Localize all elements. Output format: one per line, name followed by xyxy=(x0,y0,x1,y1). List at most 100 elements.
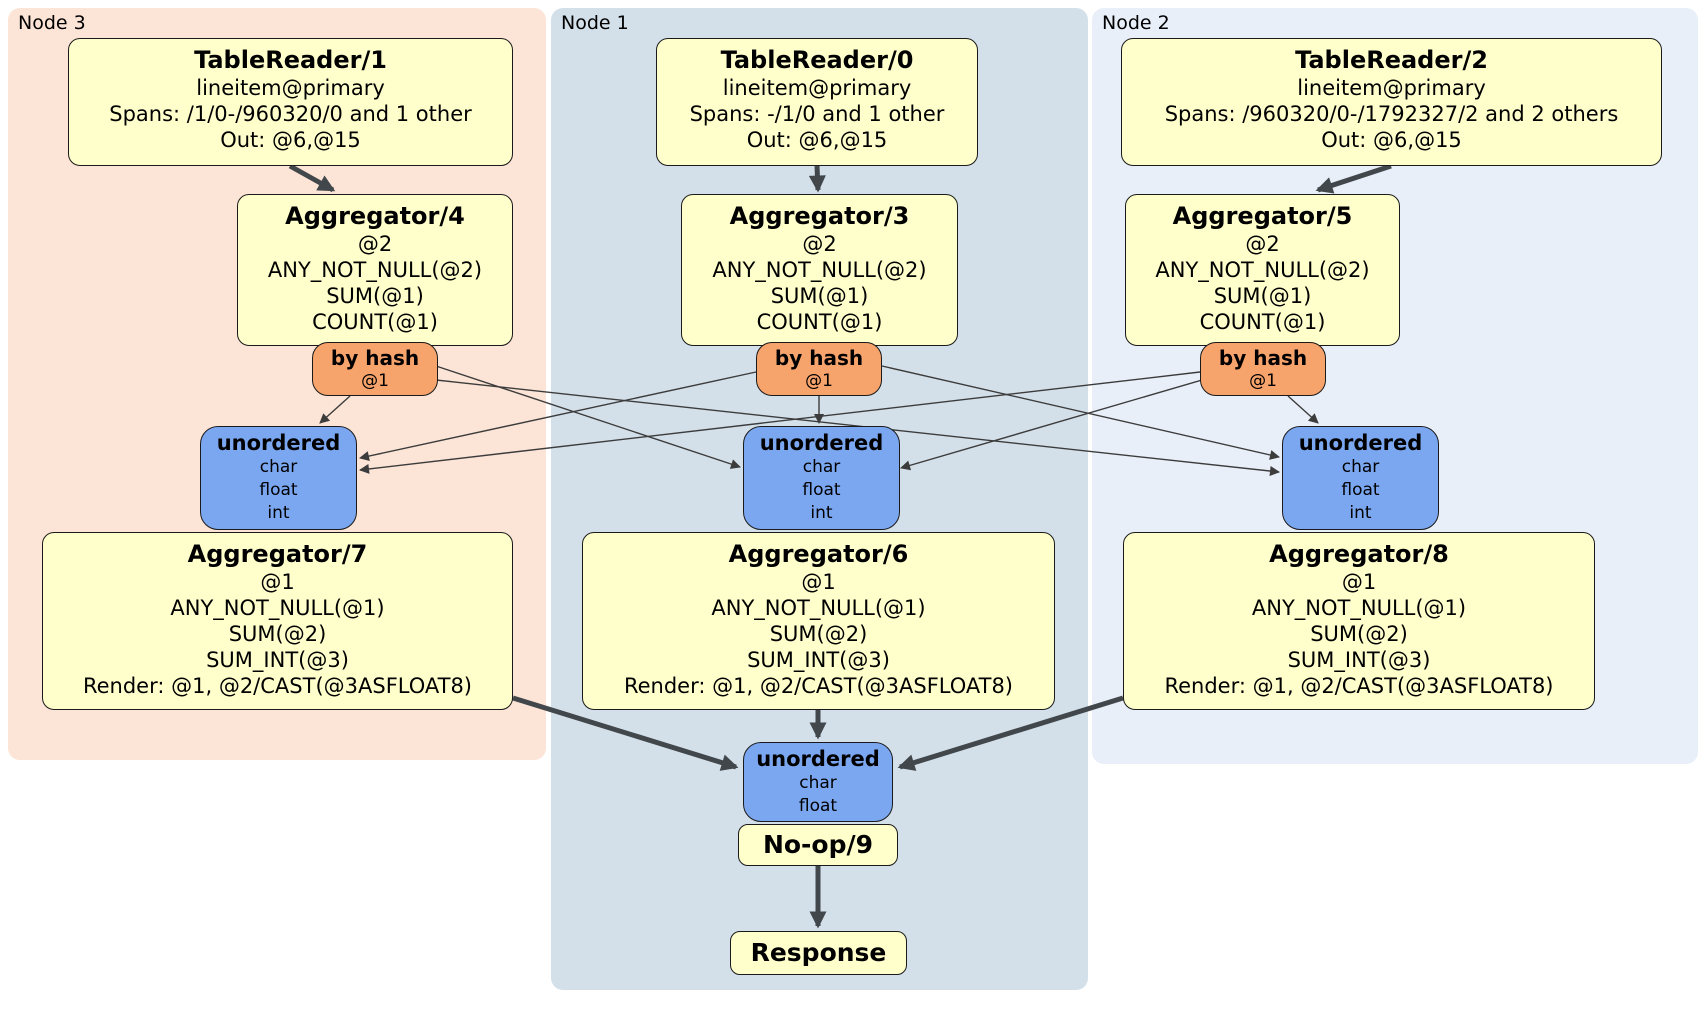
edge-router2-sync1 xyxy=(900,379,1203,471)
sync3-line: char xyxy=(259,457,298,477)
agg8-line: SUM_INT(@3) xyxy=(1287,648,1431,672)
syncFinal-line: char xyxy=(799,773,837,793)
agg5-line: @2 xyxy=(1245,232,1280,256)
edge-router2-sync2 xyxy=(1287,395,1319,424)
agg3-line: ANY_NOT_NULL(@2) xyxy=(712,258,927,282)
agg6-line: SUM(@2) xyxy=(769,622,868,646)
router1-line: @1 xyxy=(805,371,833,391)
hash-router-node1: by hash@1 xyxy=(756,342,882,396)
agg6-line: @1 xyxy=(801,570,836,594)
agg7-line: @1 xyxy=(260,570,295,594)
router3-title: by hash xyxy=(330,346,420,370)
sync2-title: unordered xyxy=(1298,431,1423,455)
agg5-title: Aggregator/5 xyxy=(1172,202,1353,230)
agg5-line: SUM(@1) xyxy=(1213,284,1312,308)
response-node: Response xyxy=(730,931,907,975)
agg7-line: ANY_NOT_NULL(@1) xyxy=(170,596,385,620)
noop-title: No-op/9 xyxy=(762,830,874,859)
tr1-line: lineitem@primary xyxy=(196,76,385,100)
node3-label: Node 3 xyxy=(18,12,86,34)
edge-router1-sync2 xyxy=(881,365,1280,460)
sync2-line: int xyxy=(1349,503,1372,523)
syncFinal-title: unordered xyxy=(756,747,880,771)
tr2-line: lineitem@primary xyxy=(1297,76,1486,100)
response-title: Response xyxy=(750,938,887,967)
agg3-title: Aggregator/3 xyxy=(729,202,910,230)
syncFinal-line: float xyxy=(798,796,838,816)
agg4-title: Aggregator/4 xyxy=(285,202,465,230)
node1-label: Node 1 xyxy=(561,12,629,34)
agg8-line: @1 xyxy=(1341,570,1377,594)
sync3-line: int xyxy=(267,503,290,523)
agg6-line: SUM_INT(@3) xyxy=(747,648,890,672)
sync1-line: float xyxy=(802,480,841,500)
tr1-line: Spans: /1/0-/960320/0 and 1 other xyxy=(109,102,472,126)
edge-tr0-agg3 xyxy=(808,165,826,193)
sync2-line: float xyxy=(1341,480,1380,500)
tr2-line: Spans: /960320/0-/1792327/2 and 2 others xyxy=(1164,102,1619,126)
sync1-line: int xyxy=(810,503,833,523)
edge-tr1-agg4 xyxy=(288,163,336,193)
edge-agg7-final-sync xyxy=(512,695,739,771)
sync2-line: char xyxy=(1341,457,1380,477)
tr1-title: TableReader/1 xyxy=(194,46,387,74)
agg4-line: @2 xyxy=(357,232,393,256)
router3-line: @1 xyxy=(361,371,389,391)
hash-router-node2: by hash@1 xyxy=(1200,342,1326,396)
agg3-line: @2 xyxy=(802,232,837,256)
edge-router2-sync3 xyxy=(359,371,1201,474)
agg6-line: ANY_NOT_NULL(@1) xyxy=(711,596,926,620)
edge-agg8-final-sync xyxy=(897,695,1124,771)
edge-router3-sync1 xyxy=(435,365,741,469)
agg6-title: Aggregator/6 xyxy=(728,540,909,568)
agg3-line: COUNT(@1) xyxy=(756,310,883,334)
agg4-line: SUM(@1) xyxy=(326,284,424,308)
agg4-line: ANY_NOT_NULL(@2) xyxy=(267,258,483,282)
tr0-line: Spans: -/1/0 and 1 other xyxy=(689,102,945,126)
tr2-title: TableReader/2 xyxy=(1295,46,1488,74)
tr0-title: TableReader/0 xyxy=(720,46,914,74)
tr2-line: Out: @6,@15 xyxy=(1321,128,1462,152)
router2-line: @1 xyxy=(1249,371,1277,391)
agg8-line: SUM(@2) xyxy=(1310,622,1408,646)
edge-router1-sync3 xyxy=(359,371,757,461)
edge-tr2-agg5 xyxy=(1315,163,1392,194)
hash-router-node3: by hash@1 xyxy=(312,342,438,396)
agg4-line: COUNT(@1) xyxy=(312,310,438,334)
agg7-line: Render: @1, @2/CAST(@3ASFLOAT8) xyxy=(82,674,473,698)
agg7-line: SUM_INT(@3) xyxy=(206,648,349,672)
agg6-line: Render: @1, @2/CAST(@3ASFLOAT8) xyxy=(623,674,1014,698)
sync3-title: unordered xyxy=(216,431,341,455)
agg5-line: ANY_NOT_NULL(@2) xyxy=(1155,258,1370,282)
node2-label: Node 2 xyxy=(1102,12,1170,34)
agg5-line: COUNT(@1) xyxy=(1199,310,1326,334)
agg7-title: Aggregator/7 xyxy=(187,540,368,568)
router1-title: by hash xyxy=(774,346,864,370)
sync1-title: unordered xyxy=(759,431,884,455)
agg8-line: Render: @1, @2/CAST(@3ASFLOAT8) xyxy=(1164,674,1554,698)
agg8-line: ANY_NOT_NULL(@1) xyxy=(1251,596,1467,620)
edge-router3-sync3 xyxy=(319,395,351,424)
tr0-line: lineitem@primary xyxy=(722,76,912,100)
noop-9-node: No-op/9 xyxy=(738,824,898,866)
agg8-title: Aggregator/8 xyxy=(1269,540,1449,568)
tr1-line: Out: @6,@15 xyxy=(220,128,361,152)
agg7-line: SUM(@2) xyxy=(228,622,327,646)
tr0-line: Out: @6,@15 xyxy=(746,128,888,152)
agg3-line: SUM(@1) xyxy=(770,284,869,308)
router2-title: by hash xyxy=(1218,346,1308,370)
